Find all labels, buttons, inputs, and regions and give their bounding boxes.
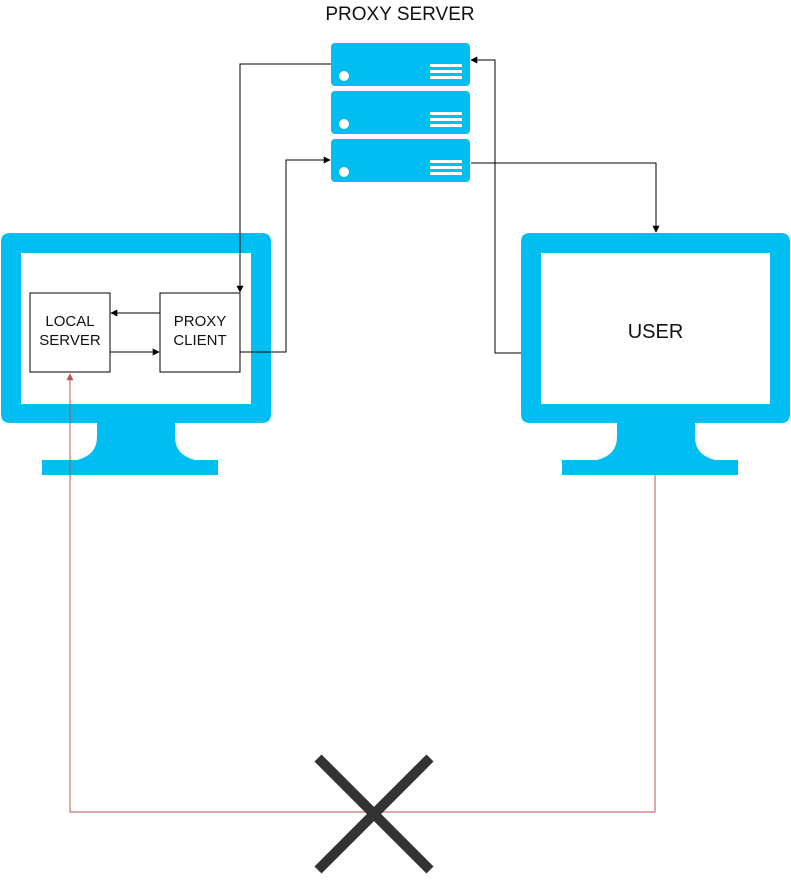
- user-label: USER: [627, 321, 684, 343]
- client-to-proxy-arrow: [240, 156, 331, 353]
- user-to-proxy-arrow: [470, 56, 521, 354]
- server-rack-icon: [331, 43, 470, 182]
- desktop-monitor-icon: [1, 233, 271, 475]
- direct-blocked-path: [66, 373, 656, 813]
- local-server-label: LOCAL SERVER: [39, 313, 101, 349]
- proxy-client-label: PROXY CLIENT: [173, 313, 227, 349]
- desktop-monitor-icon: [521, 233, 790, 475]
- local-server-box: [29, 292, 111, 373]
- proxy-client-box: [159, 292, 241, 373]
- cross-icon: [314, 754, 434, 874]
- proxy-to-client-arrow: [236, 63, 331, 293]
- diagram-title: PROXY SERVER: [325, 4, 475, 25]
- proxy-to-user-arrow: [471, 162, 660, 233]
